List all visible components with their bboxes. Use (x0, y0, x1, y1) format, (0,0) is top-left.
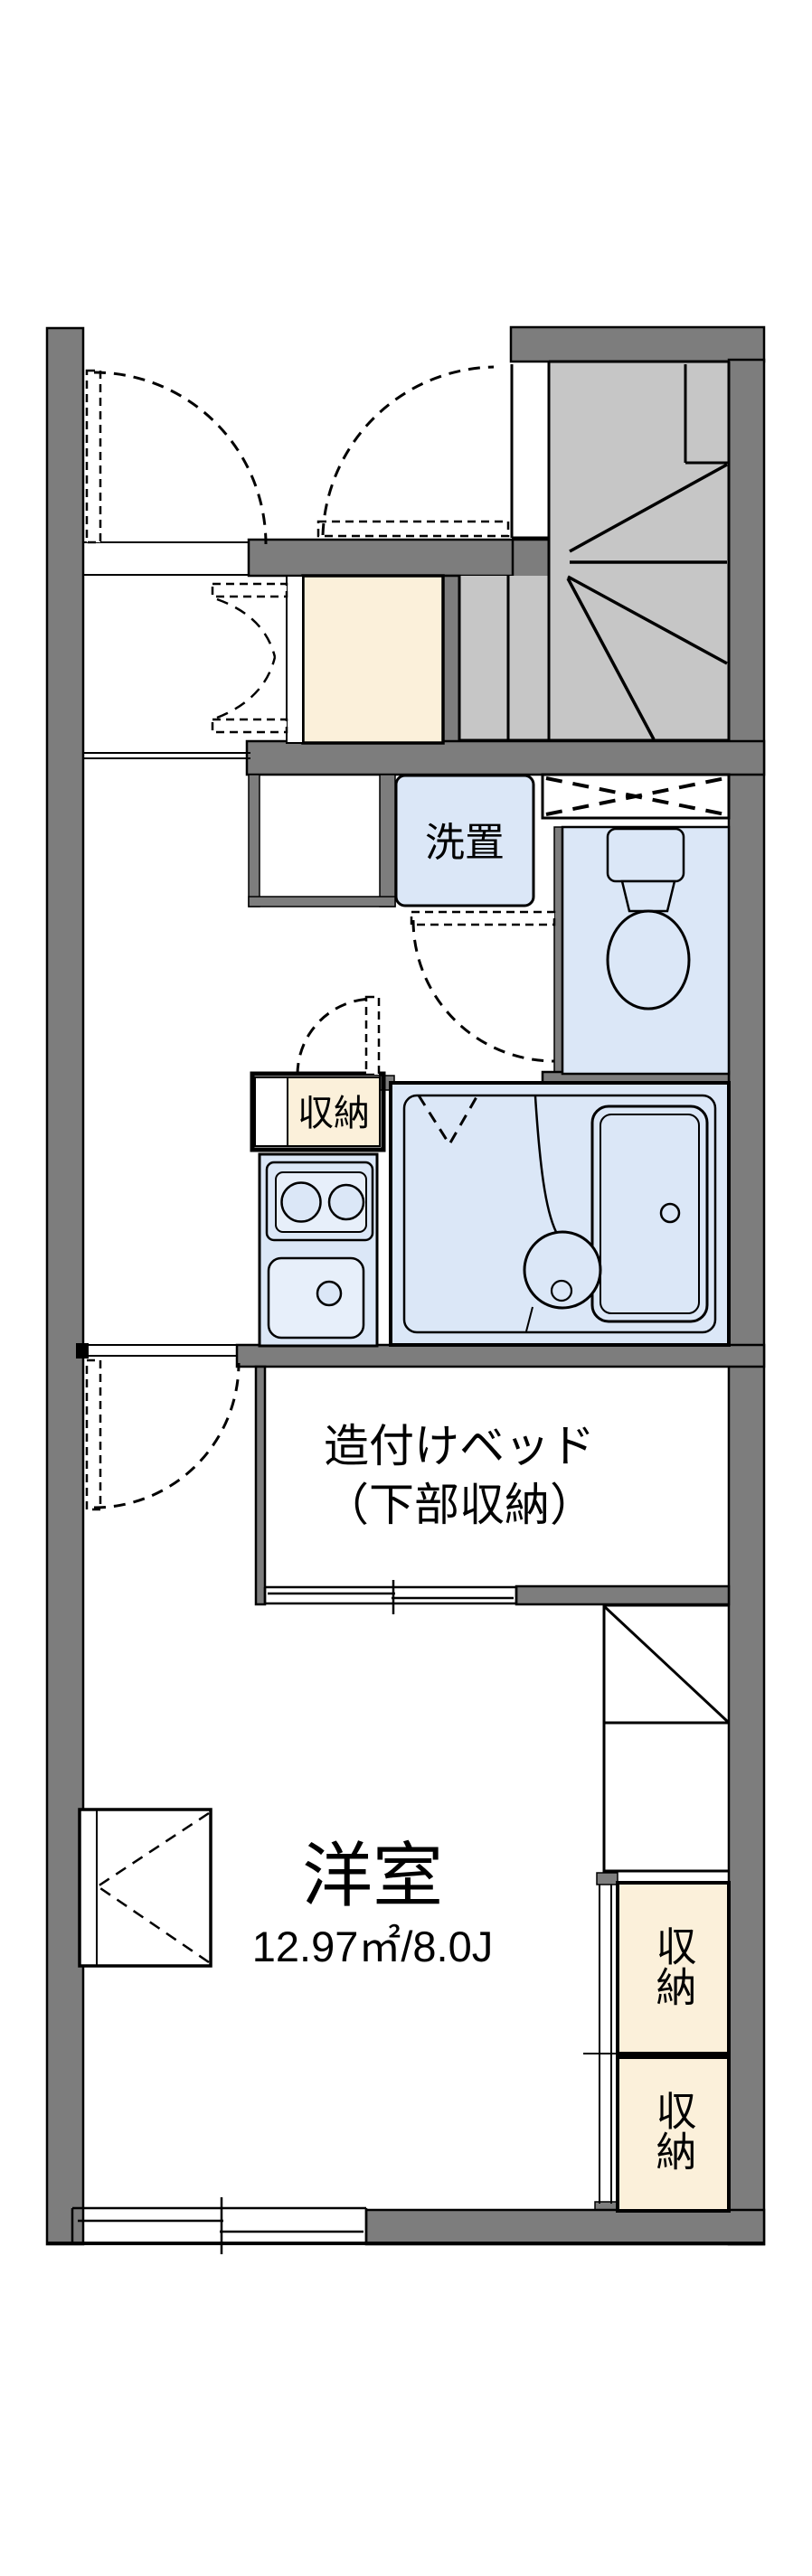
upper-left-door-leaf (85, 369, 102, 544)
bed-bottom-wall (515, 1584, 731, 1606)
entry-right-wall (441, 574, 461, 745)
kitchen-storage-unit: 収納 (250, 1071, 386, 1152)
closet-diagonal (602, 1604, 730, 1724)
shaft-bottom-wall (248, 896, 396, 907)
stove-burner-right (327, 1183, 365, 1221)
toilet-room (561, 825, 731, 1076)
closet-lower-label: 収納 (650, 2090, 696, 2171)
stair-winder-lines (566, 463, 728, 740)
stove-burner-left (280, 1181, 322, 1223)
closet-lower (616, 2055, 731, 2213)
kitchen-storage-label: 収納 (297, 1094, 370, 1133)
bathtub (590, 1105, 709, 1323)
entry-bottom-wall (245, 739, 766, 776)
toilet-door-leaf (410, 910, 556, 926)
bottom-wall (364, 2208, 766, 2246)
vanity-edge (533, 1095, 558, 1233)
bed-label-line2: （下部収納） (324, 1480, 595, 1530)
room-area-label: 12.97㎡/8.0J (252, 1923, 494, 1970)
shoe-cabinet-door-top (211, 582, 288, 598)
left-casement-window (78, 1808, 212, 1968)
washer-left-wall (379, 774, 396, 907)
bed-label-line1: 造付けベッド (324, 1421, 595, 1471)
upper-left-door-arc (93, 371, 268, 545)
right-wall (727, 358, 766, 2246)
upper-center-door-leaf (316, 520, 510, 538)
closet-upper (616, 1881, 731, 2055)
shoe-cabinet-door-bottom (211, 718, 288, 734)
closet-upper-label: 収納 (650, 1925, 696, 2007)
left-wall (45, 326, 85, 2246)
stair-top-wall (509, 325, 766, 363)
staircase (458, 360, 731, 742)
closet-top-nub (596, 1872, 618, 1885)
washbasin-drain (550, 1279, 573, 1302)
entry-step (286, 575, 304, 744)
bathroom (389, 1081, 731, 1347)
entry-top-wall (247, 538, 552, 578)
bed-top-wall (235, 1343, 766, 1368)
kitchen-door-arc (296, 997, 374, 1076)
bottom-sliding-window (71, 2197, 368, 2254)
thin-partitions (83, 541, 624, 2204)
room-name-label: 洋室 (302, 1836, 443, 1915)
toilet-base (620, 879, 676, 913)
shoe-cabinet-arc-bottom (216, 656, 277, 719)
bed-wall-left-nub (76, 1343, 89, 1359)
toilet-tank (606, 827, 685, 883)
toilet-left-wall (553, 826, 563, 1076)
sink-drain (316, 1280, 343, 1307)
bathtub-drain (659, 1202, 681, 1224)
kitchen-counter (258, 1152, 379, 1348)
louver-vent (541, 773, 731, 820)
toilet-door-arc (411, 919, 555, 1063)
built-in-bed-area: 造付けベッド （下部収納） (263, 1421, 595, 1614)
bed-front-edge (263, 1580, 518, 1614)
kitchen-door-leaf (364, 995, 381, 1076)
toilet-bowl (606, 909, 691, 1011)
doors (85, 365, 556, 1511)
kitchen-sink (267, 1256, 365, 1340)
washbasin (523, 1230, 602, 1310)
shoe-cabinet-arc-top (216, 597, 277, 658)
room-door-leaf (85, 1359, 102, 1511)
entry-floor (301, 574, 445, 745)
bed-left-wall (254, 1365, 267, 1606)
upper-center-door-arc (321, 365, 495, 536)
closet-column: 収納 収納 (602, 1603, 731, 2213)
shaft-left-wall (248, 774, 260, 907)
room-door-arc (93, 1362, 241, 1509)
washer-box (394, 774, 535, 907)
washer-label: 洗置 (425, 821, 505, 865)
